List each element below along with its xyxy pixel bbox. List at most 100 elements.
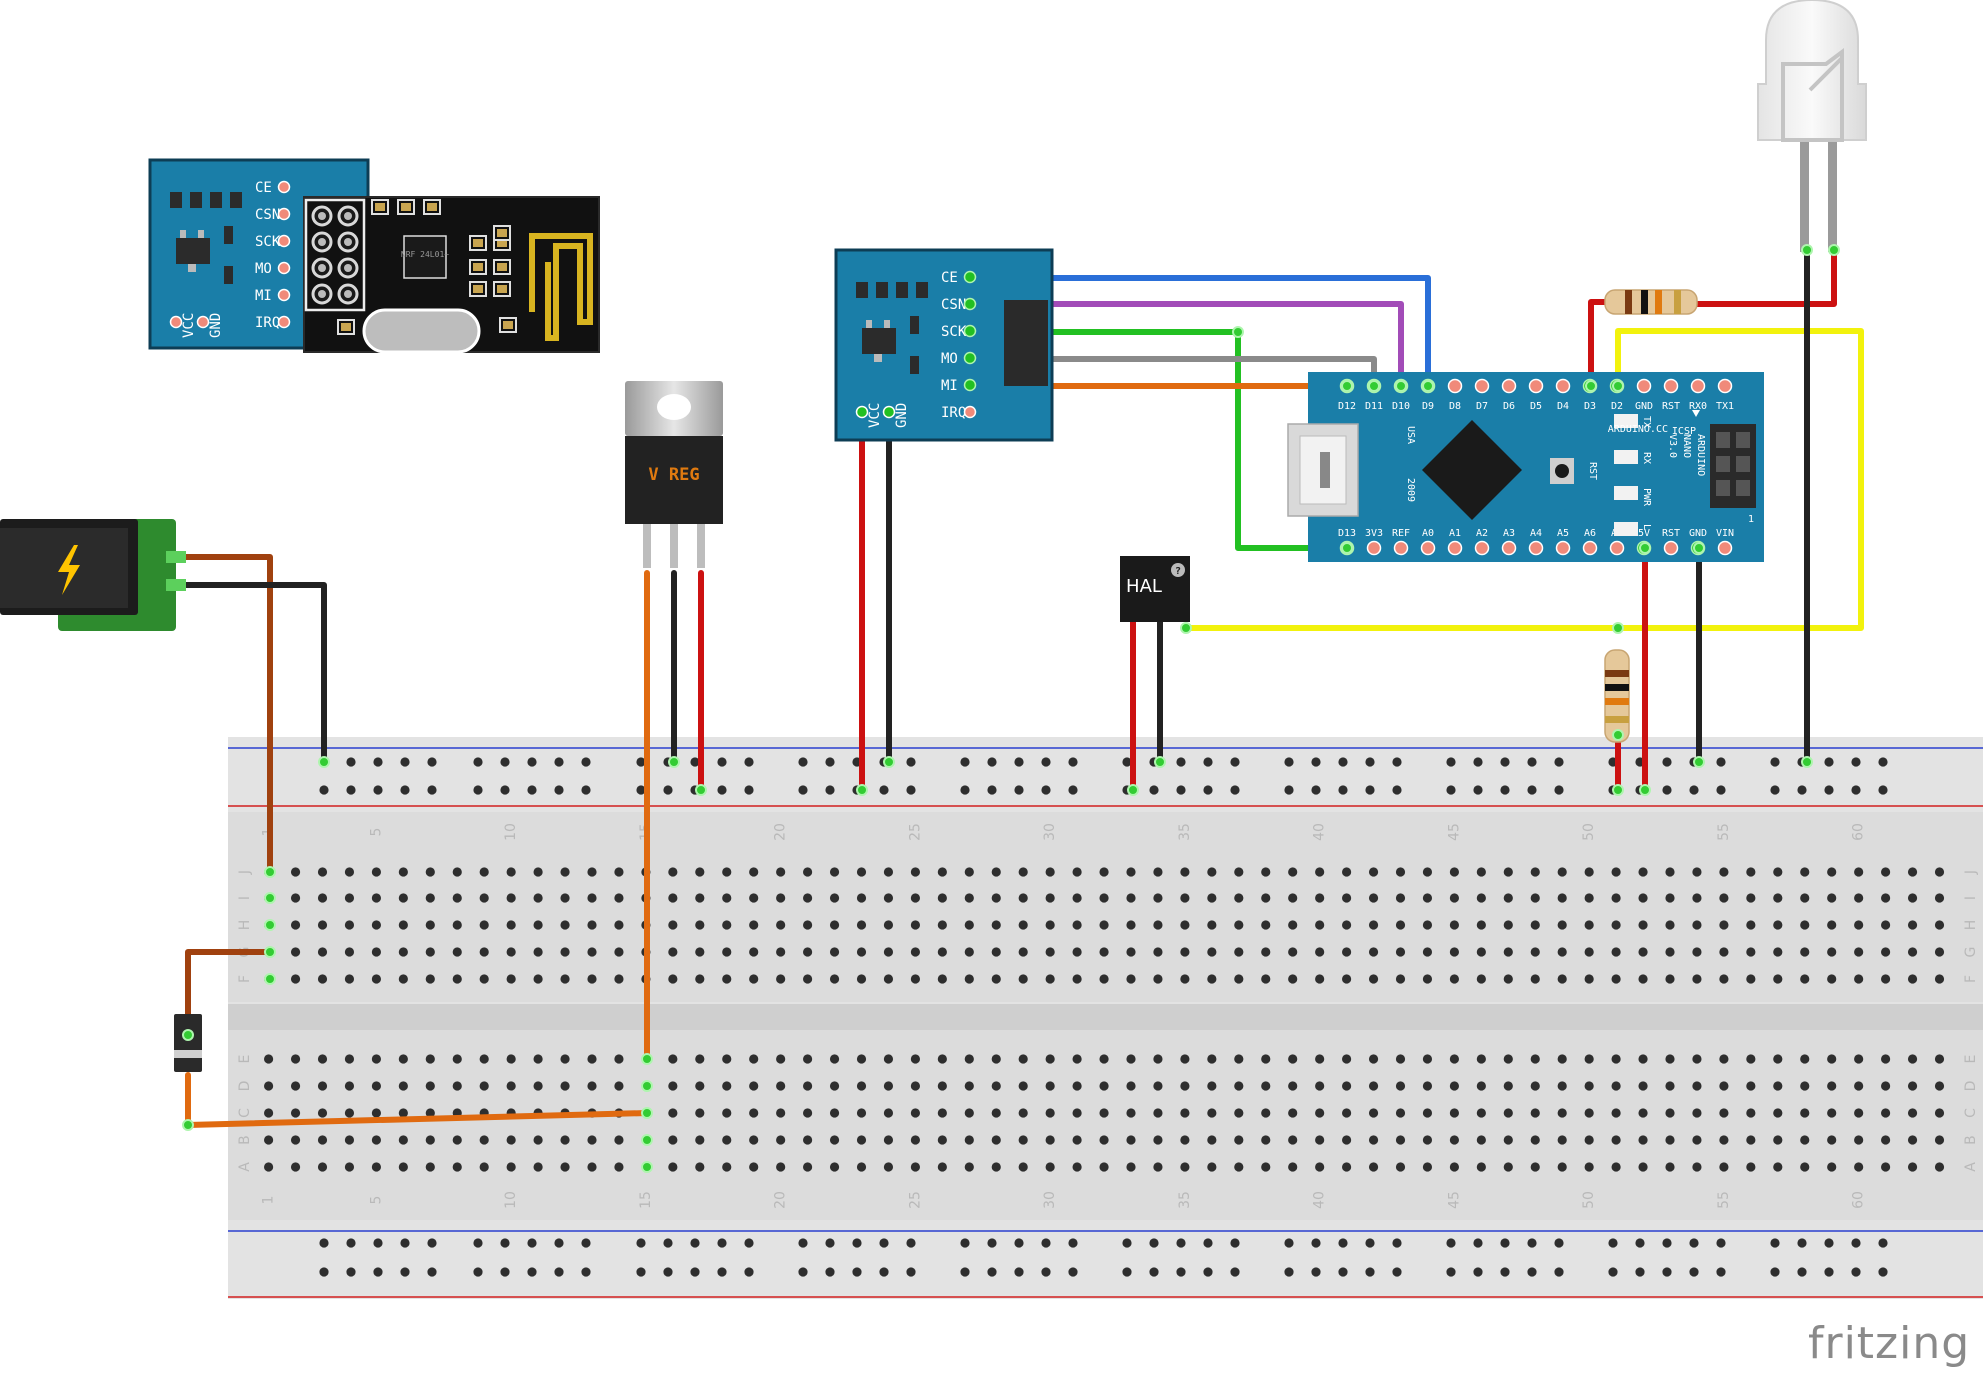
breadboard-hole[interactable] bbox=[1422, 1081, 1433, 1091]
breadboard-hole[interactable] bbox=[1153, 974, 1163, 984]
breadboard-hole[interactable] bbox=[1288, 1108, 1298, 1118]
breadboard-hole[interactable] bbox=[1018, 1162, 1028, 1172]
breadboard-hole[interactable] bbox=[1584, 1162, 1594, 1172]
rail-hole[interactable] bbox=[987, 785, 997, 795]
rail-hole[interactable] bbox=[1473, 785, 1483, 795]
breadboard-hole[interactable] bbox=[1045, 867, 1055, 877]
breadboard-hole[interactable] bbox=[1827, 867, 1837, 877]
breadboard-hole[interactable] bbox=[560, 974, 570, 984]
breadboard-hole[interactable] bbox=[1934, 947, 1945, 957]
breadboard-hole[interactable] bbox=[1045, 893, 1055, 903]
breadboard-hole[interactable] bbox=[479, 947, 489, 957]
breadboard-hole[interactable] bbox=[1665, 1135, 1675, 1145]
breadboard-hole[interactable] bbox=[1045, 1108, 1055, 1118]
breadboard-hole[interactable] bbox=[587, 1054, 597, 1064]
breadboard-hole[interactable] bbox=[722, 893, 732, 903]
breadboard-hole[interactable] bbox=[991, 920, 1001, 930]
breadboard-hole[interactable] bbox=[452, 867, 462, 877]
rail-hole[interactable] bbox=[1068, 757, 1078, 767]
breadboard-hole[interactable] bbox=[1126, 1135, 1136, 1145]
breadboard-hole[interactable] bbox=[1800, 1081, 1810, 1091]
rail-hole[interactable] bbox=[1122, 757, 1132, 767]
breadboard-hole[interactable] bbox=[1395, 867, 1406, 877]
breadboard-hole[interactable] bbox=[856, 920, 867, 930]
breadboard-hole[interactable] bbox=[1018, 1054, 1028, 1064]
breadboard-hole[interactable] bbox=[1557, 1162, 1567, 1172]
rail-hole[interactable] bbox=[373, 757, 383, 767]
breadboard-hole[interactable] bbox=[803, 1135, 813, 1145]
breadboard-hole[interactable] bbox=[344, 920, 355, 930]
rail-hole[interactable] bbox=[1878, 785, 1888, 795]
breadboard-hole[interactable] bbox=[1854, 1135, 1864, 1145]
breadboard-hole[interactable] bbox=[991, 1054, 1001, 1064]
rail-hole[interactable] bbox=[825, 785, 835, 795]
wire-endpoint[interactable] bbox=[182, 1119, 194, 1131]
breadboard-hole[interactable] bbox=[668, 1162, 678, 1172]
rail-hole[interactable] bbox=[1527, 757, 1537, 767]
breadboard-hole[interactable] bbox=[776, 893, 786, 903]
breadboard-hole[interactable] bbox=[1315, 867, 1325, 877]
rail-hole[interactable] bbox=[960, 1267, 970, 1277]
breadboard-hole[interactable] bbox=[1746, 1135, 1756, 1145]
rail-hole[interactable] bbox=[1770, 1238, 1780, 1248]
wire-endpoint[interactable] bbox=[1395, 380, 1407, 392]
breadboard-hole[interactable] bbox=[1638, 1162, 1648, 1172]
breadboard-hole[interactable] bbox=[829, 1081, 840, 1091]
rail-hole[interactable] bbox=[473, 1238, 483, 1248]
breadboard-hole[interactable] bbox=[749, 974, 759, 984]
breadboard-hole[interactable] bbox=[1692, 1135, 1702, 1145]
breadboard-hole[interactable] bbox=[722, 947, 732, 957]
breadboard-hole[interactable] bbox=[1153, 947, 1163, 957]
breadboard-hole[interactable] bbox=[1422, 867, 1433, 877]
breadboard-hole[interactable] bbox=[1342, 947, 1352, 957]
breadboard-hole[interactable] bbox=[1261, 1162, 1271, 1172]
wire-endpoint[interactable] bbox=[695, 784, 707, 796]
breadboard-hole[interactable] bbox=[1368, 893, 1379, 903]
breadboard-hole[interactable] bbox=[1800, 920, 1810, 930]
breadboard-hole[interactable] bbox=[1611, 1135, 1621, 1145]
breadboard-hole[interactable] bbox=[1072, 1162, 1082, 1172]
breadboard-hole[interactable] bbox=[964, 1135, 974, 1145]
rail-hole[interactable] bbox=[879, 1267, 889, 1277]
breadboard-hole[interactable] bbox=[264, 1162, 274, 1172]
breadboard-hole[interactable] bbox=[1180, 867, 1190, 877]
breadboard-hole[interactable] bbox=[856, 974, 867, 984]
rail-hole[interactable] bbox=[798, 1238, 808, 1248]
breadboard-hole[interactable] bbox=[398, 1081, 408, 1091]
breadboard-hole[interactable] bbox=[1207, 1108, 1217, 1118]
breadboard-hole[interactable] bbox=[1368, 1054, 1379, 1064]
breadboard-hole[interactable] bbox=[856, 1108, 867, 1118]
breadboard-hole[interactable] bbox=[1584, 974, 1594, 984]
rail-hole[interactable] bbox=[554, 1238, 564, 1248]
breadboard-hole[interactable] bbox=[1395, 1081, 1406, 1091]
breadboard-hole[interactable] bbox=[425, 1135, 435, 1145]
breadboard-hole[interactable] bbox=[1126, 1162, 1136, 1172]
breadboard-hole[interactable] bbox=[614, 1135, 624, 1145]
breadboard-hole[interactable] bbox=[506, 947, 516, 957]
rail-hole[interactable] bbox=[1176, 1267, 1186, 1277]
breadboard-hole[interactable] bbox=[1773, 893, 1783, 903]
breadboard-hole[interactable] bbox=[1665, 1081, 1675, 1091]
breadboard-hole[interactable] bbox=[452, 1081, 462, 1091]
breadboard-hole[interactable] bbox=[1288, 947, 1298, 957]
breadboard-hole[interactable] bbox=[1288, 1054, 1298, 1064]
breadboard-hole[interactable] bbox=[317, 1054, 328, 1064]
breadboard-hole[interactable] bbox=[371, 920, 381, 930]
breadboard-hole[interactable] bbox=[1234, 1162, 1244, 1172]
breadboard-hole[interactable] bbox=[1449, 947, 1459, 957]
rail-hole[interactable] bbox=[690, 757, 700, 767]
wire-endpoint[interactable] bbox=[1801, 756, 1813, 768]
rail-hole[interactable] bbox=[1527, 1238, 1537, 1248]
rail-hole[interactable] bbox=[1311, 757, 1321, 767]
breadboard-hole[interactable] bbox=[452, 974, 462, 984]
breadboard-hole[interactable] bbox=[317, 947, 328, 957]
nrf-pin[interactable] bbox=[277, 234, 291, 248]
breadboard-hole[interactable] bbox=[317, 1135, 328, 1145]
breadboard-hole[interactable] bbox=[264, 1108, 274, 1118]
breadboard-hole[interactable] bbox=[425, 893, 435, 903]
breadboard-hole[interactable] bbox=[1018, 974, 1028, 984]
breadboard-hole[interactable] bbox=[1934, 1108, 1945, 1118]
rail-hole[interactable] bbox=[373, 1238, 383, 1248]
breadboard-hole[interactable] bbox=[1018, 1081, 1028, 1091]
breadboard-hole[interactable] bbox=[776, 974, 786, 984]
